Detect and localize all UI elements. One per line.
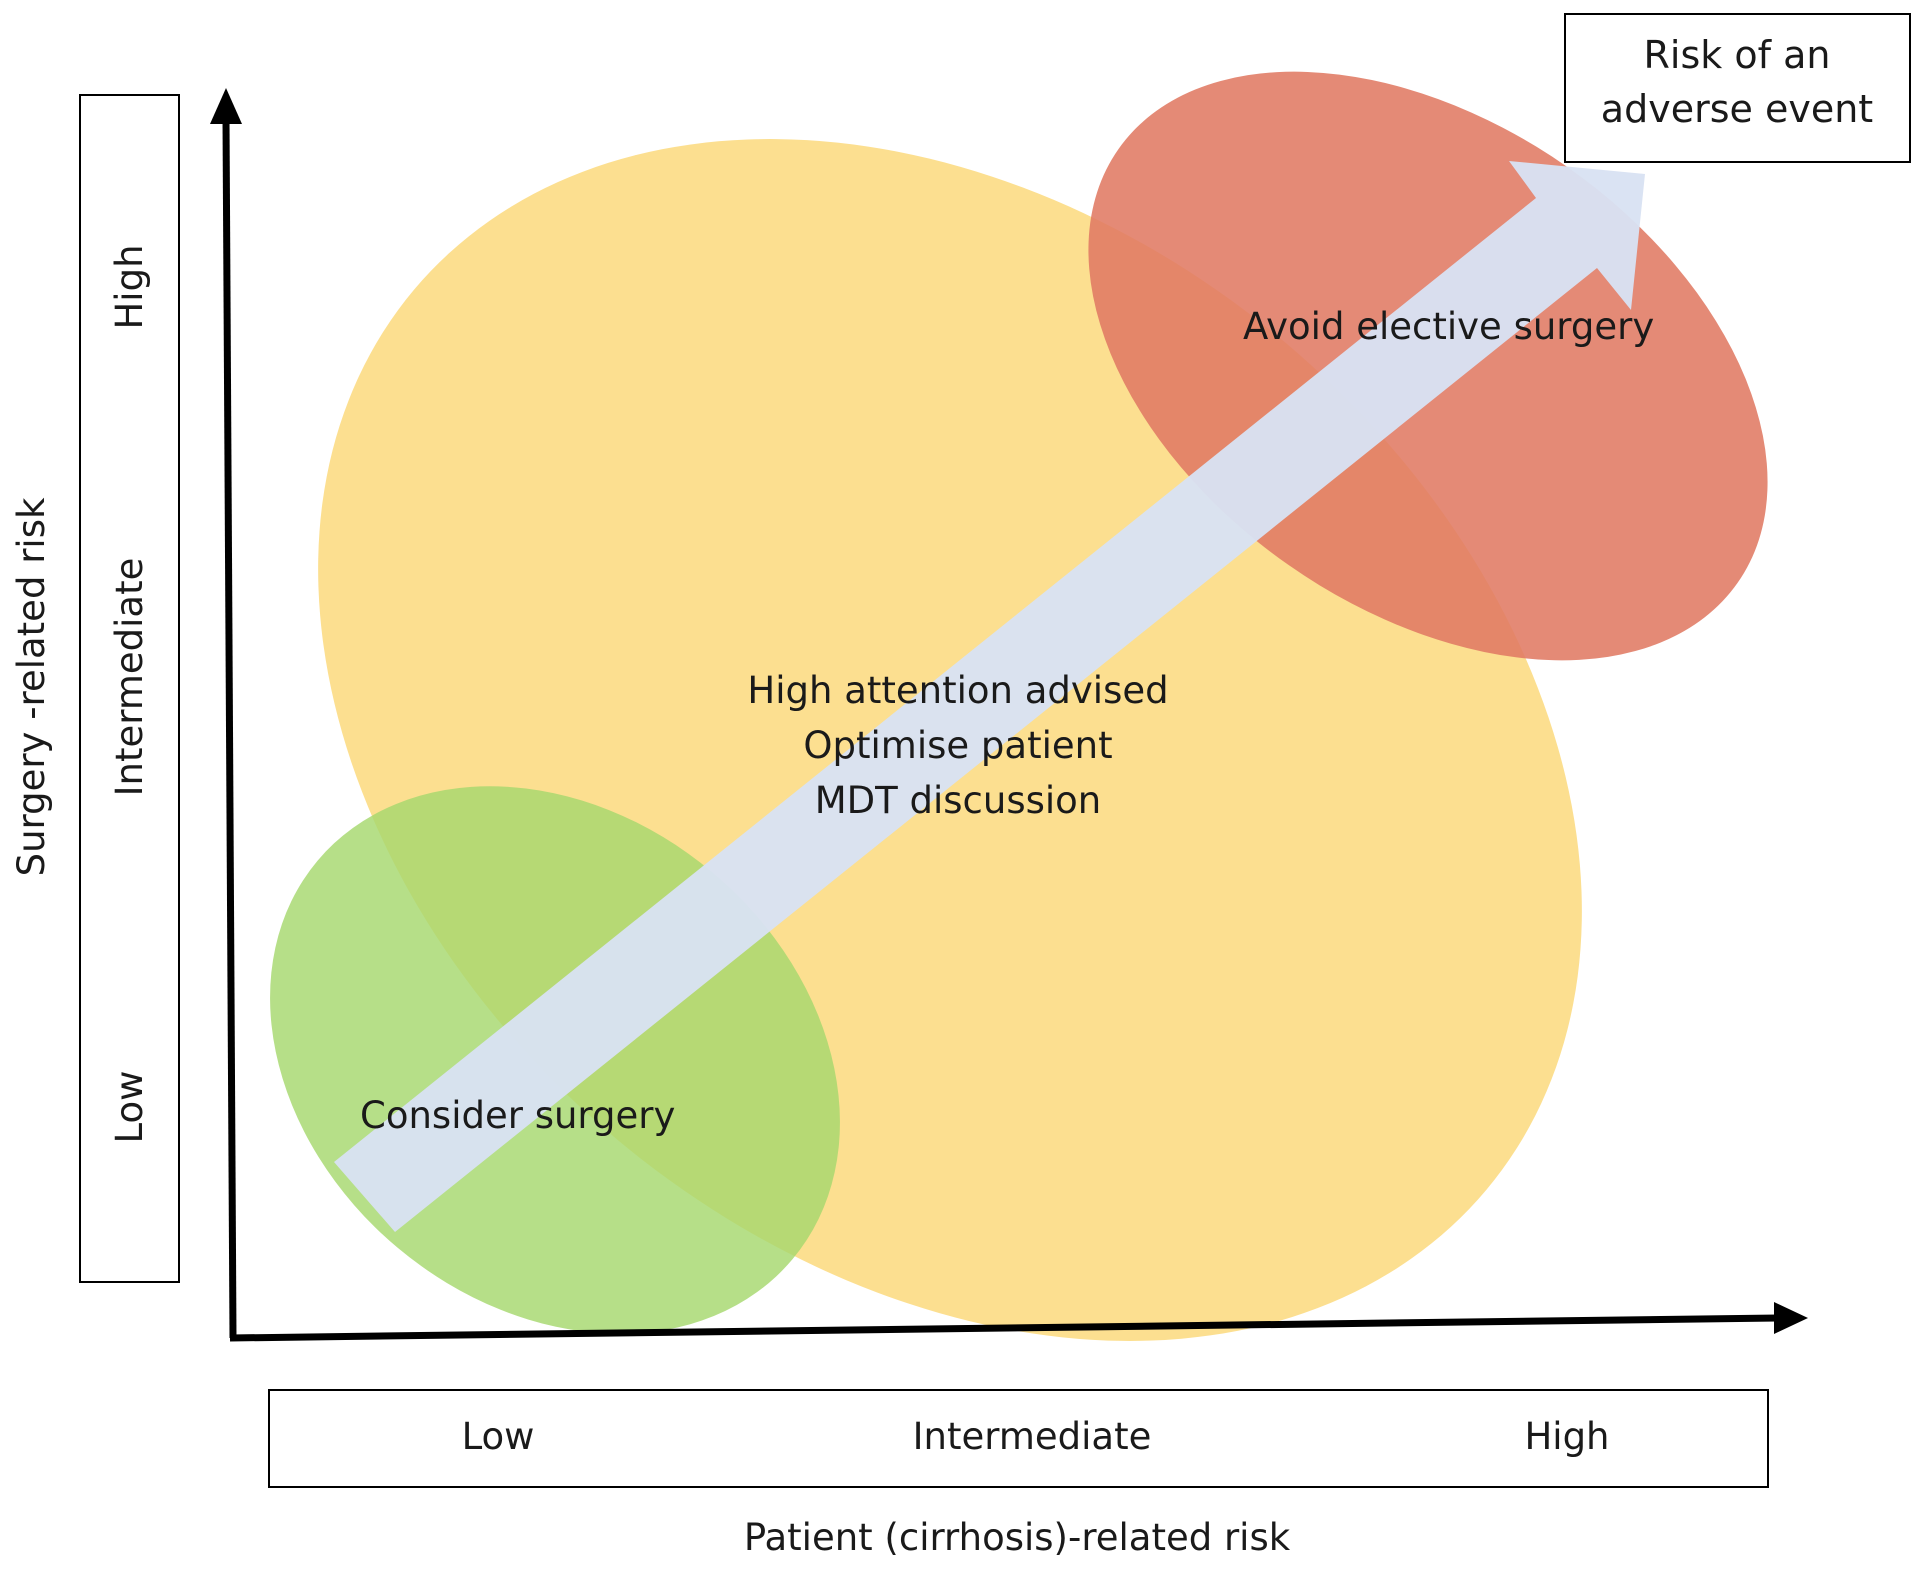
y-axis-title: Surgery -related risk bbox=[10, 497, 53, 876]
risk-box-line1: Risk of an bbox=[1644, 33, 1831, 77]
x-axis-level-box bbox=[268, 1389, 1769, 1488]
risk-trend-arrow bbox=[334, 161, 1645, 1232]
y-level-intermediate: Intermediate bbox=[108, 558, 151, 797]
y-level-low: Low bbox=[108, 1071, 151, 1144]
x-axis-arrowhead bbox=[1774, 1302, 1808, 1334]
risk-box-line2: adverse event bbox=[1601, 87, 1873, 131]
y-level-high: High bbox=[108, 244, 151, 329]
x-level-low: Low bbox=[462, 1415, 535, 1458]
x-level-high: High bbox=[1524, 1415, 1609, 1458]
x-level-intermediate: Intermediate bbox=[913, 1415, 1152, 1458]
y-axis-line bbox=[222, 119, 237, 1339]
x-axis-line bbox=[229, 1314, 1779, 1342]
risk-box bbox=[1564, 13, 1911, 163]
optimise-patient-label: Optimise patient bbox=[803, 724, 1112, 767]
mdt-discussion-label: MDT discussion bbox=[815, 779, 1102, 822]
high-attention-label: High attention advised bbox=[747, 669, 1168, 712]
y-axis-level-box bbox=[79, 94, 180, 1283]
y-axis-arrowhead bbox=[210, 88, 242, 124]
x-axis-title: Patient (cirrhosis)-related risk bbox=[744, 1516, 1291, 1559]
consider-surgery-label: Consider surgery bbox=[360, 1094, 675, 1137]
avoid-elective-surgery-label: Avoid elective surgery bbox=[1243, 305, 1654, 348]
